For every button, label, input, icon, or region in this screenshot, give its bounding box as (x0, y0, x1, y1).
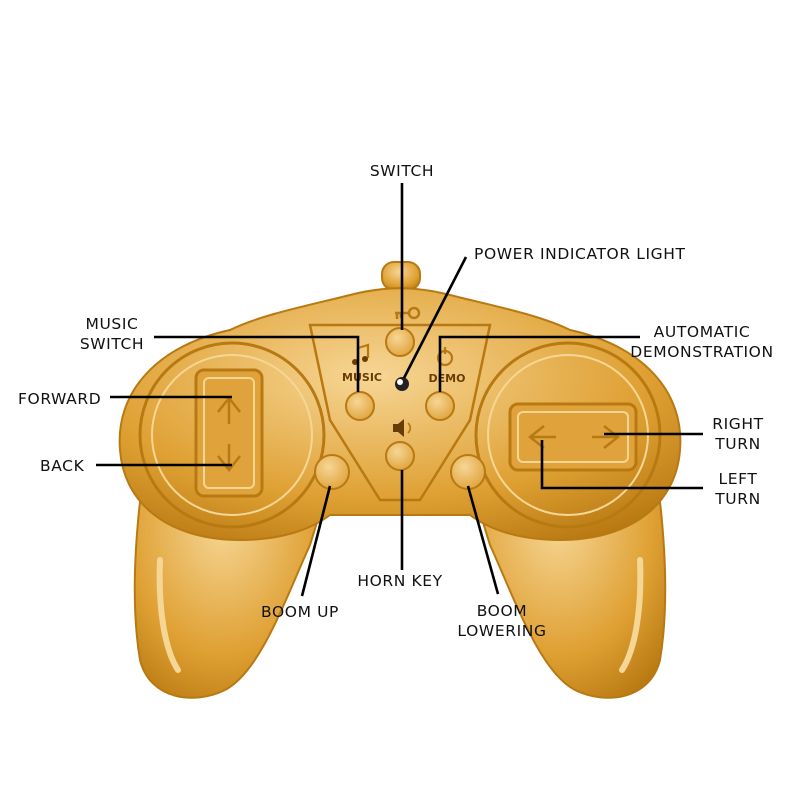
demo-button[interactable] (425, 391, 455, 421)
label-switch: SWITCH (369, 162, 435, 180)
label-horn-key: HORN KEY (357, 572, 443, 590)
label-right-turn: RIGHT TURN (712, 415, 764, 453)
label-left-turn: LEFT TURN (715, 470, 761, 508)
switch-button[interactable] (385, 327, 415, 357)
left-handle-highlight (156, 557, 181, 673)
label-back: BACK (40, 457, 85, 475)
center-panel (308, 323, 492, 502)
speaker-icon (393, 419, 412, 437)
label-boom-up: BOOM UP (261, 603, 339, 621)
leader-power-light (402, 256, 468, 379)
leader-automatic-demo (438, 335, 640, 392)
label-music-switch: MUSIC SWITCH (79, 315, 145, 353)
boom-up-button[interactable] (314, 454, 350, 490)
right-handle-highlight (619, 557, 644, 673)
horn-key-button[interactable] (385, 441, 415, 471)
leader-boom-lowering (466, 485, 500, 595)
label-forward: FORWARD (18, 390, 102, 408)
leader-music-switch (154, 335, 360, 392)
left-dial-ring (138, 341, 326, 529)
power-indicator-light (395, 377, 409, 391)
right-arrow-icon (592, 425, 621, 449)
label-boom-lowering: BOOM LOWERING (457, 602, 547, 640)
music-button-text: MUSIC (342, 371, 382, 384)
leader-left-turn (540, 440, 703, 490)
turn-rocker[interactable] (508, 402, 638, 472)
demo-button-text: DEMO (429, 372, 466, 385)
power-cycle-icon (436, 347, 454, 367)
leader-lines (96, 183, 703, 597)
music-switch-button[interactable] (345, 391, 375, 421)
left-arrow-icon (527, 425, 556, 449)
leader-boom-up (300, 485, 332, 597)
label-power-indicator-light: POWER INDICATOR LIGHT (474, 245, 686, 263)
label-automatic-demonstration: AUTOMATIC DEMONSTRATION (630, 323, 774, 361)
left-dial-inner (151, 354, 313, 516)
boom-lowering-button[interactable] (450, 454, 486, 490)
forward-back-rocker[interactable] (194, 368, 264, 498)
